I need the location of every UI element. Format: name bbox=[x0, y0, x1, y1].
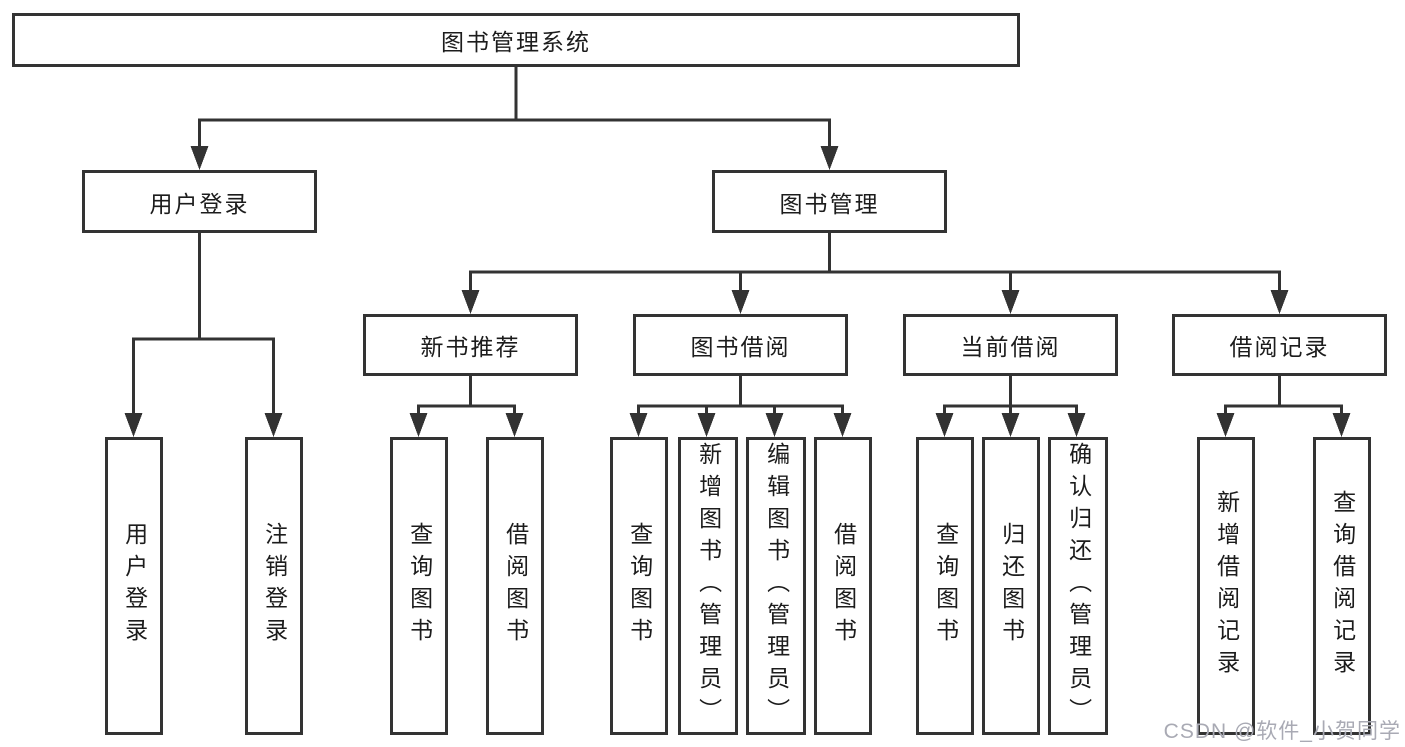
node-label: 新增图书（管理员） bbox=[695, 442, 722, 730]
node-label: 归还图书 bbox=[998, 522, 1025, 650]
node-label: 查询借阅记录 bbox=[1329, 490, 1356, 682]
leaf-query-borrow-record: 查询借阅记录 bbox=[1313, 437, 1371, 735]
node-book-management: 图书管理 bbox=[712, 170, 947, 233]
connector-current-borrow-children bbox=[935, 376, 1086, 437]
leaf-return-book: 归还图书 bbox=[982, 437, 1040, 735]
csdn-watermark: CSDN @软件_小贺同学 bbox=[1163, 720, 1401, 743]
node-current-borrowing: 当前借阅 bbox=[903, 314, 1118, 376]
leaf-borrow-books-recommend: 借阅图书 bbox=[486, 437, 544, 735]
node-label: 新书推荐 bbox=[420, 334, 521, 360]
node-borrowing-records: 借阅记录 bbox=[1172, 314, 1387, 376]
node-label: 用户登录 bbox=[149, 190, 250, 217]
node-user-login: 用户登录 bbox=[82, 170, 317, 233]
node-label: 借阅记录 bbox=[1229, 334, 1330, 360]
node-label: 图书管理系统 bbox=[441, 29, 591, 55]
node-label: 当前借阅 bbox=[960, 334, 1061, 360]
connector-user-login-children bbox=[124, 233, 283, 437]
leaf-add-borrow-record: 新增借阅记录 bbox=[1197, 437, 1255, 735]
node-label: 图书管理 bbox=[779, 190, 880, 217]
node-label: 借阅图书 bbox=[830, 522, 857, 650]
node-label: 注销登录 bbox=[261, 522, 288, 650]
leaf-edit-book-admin: 编辑图书（管理员） bbox=[746, 437, 806, 735]
leaf-borrow-books: 借阅图书 bbox=[814, 437, 872, 735]
node-label: 查询图书 bbox=[626, 522, 653, 650]
connector-root-to-level2 bbox=[190, 67, 839, 170]
node-label: 用户登录 bbox=[121, 522, 148, 650]
leaf-query-books-recommend: 查询图书 bbox=[390, 437, 448, 735]
connector-book-borrow-children bbox=[629, 376, 852, 437]
leaf-user-login: 用户登录 bbox=[105, 437, 163, 735]
node-label: 查询图书 bbox=[932, 522, 959, 650]
leaf-query-books-borrow: 查询图书 bbox=[610, 437, 668, 735]
node-library-management-system: 图书管理系统 bbox=[12, 13, 1020, 67]
connector-new-book-children bbox=[409, 376, 524, 437]
leaf-query-books-current: 查询图书 bbox=[916, 437, 974, 735]
node-label: 查询图书 bbox=[406, 522, 433, 650]
leaf-confirm-return-admin: 确认归还（管理员） bbox=[1048, 437, 1108, 735]
leaf-logout: 注销登录 bbox=[245, 437, 303, 735]
connector-borrow-records-children bbox=[1216, 376, 1351, 437]
connector-book-management-to-level3 bbox=[461, 233, 1289, 314]
node-book-borrowing: 图书借阅 bbox=[633, 314, 848, 376]
node-label: 图书借阅 bbox=[690, 334, 791, 360]
leaf-add-book-admin: 新增图书（管理员） bbox=[678, 437, 738, 735]
node-label: 借阅图书 bbox=[502, 522, 529, 650]
node-label: 新增借阅记录 bbox=[1213, 490, 1240, 682]
node-label: 确认归还（管理员） bbox=[1065, 442, 1092, 730]
node-new-book-recommendation: 新书推荐 bbox=[363, 314, 578, 376]
node-label: 编辑图书（管理员） bbox=[763, 442, 790, 730]
